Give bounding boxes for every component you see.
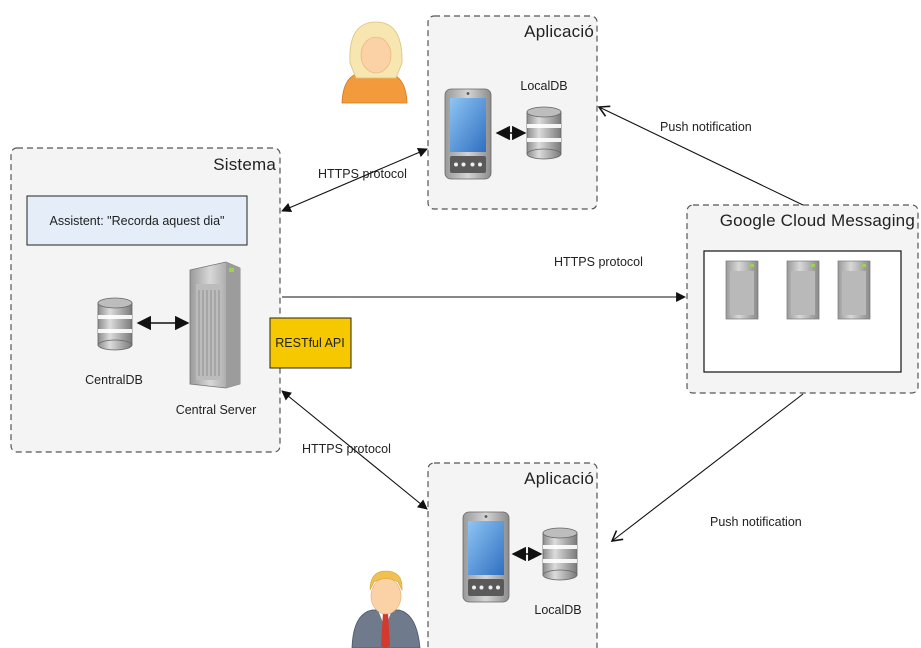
- restful-api-box: RESTful API: [269, 317, 352, 369]
- system-title: Sistema: [213, 155, 276, 174]
- gcm-title: Google Cloud Messaging: [720, 211, 915, 230]
- app-top-title: Aplicació: [524, 22, 594, 41]
- app-bottom-localdb-label: LocalDB: [534, 603, 581, 617]
- app-top-localdb-label: LocalDB: [520, 79, 567, 93]
- server-tower-icon: [725, 260, 759, 320]
- gcm-container: Google Cloud Messaging: [686, 204, 919, 394]
- push-connection-top: [597, 105, 804, 206]
- database-icon: [97, 297, 133, 351]
- database-icon: [542, 527, 578, 581]
- assistant-label: Assistent: "Recorda aquest dia": [50, 214, 225, 228]
- server-tower-icon: [189, 261, 241, 389]
- app-bottom-title: Aplicació: [524, 469, 594, 488]
- restful-api-label: RESTful API: [275, 336, 344, 350]
- push-top-label: Push notification: [660, 120, 752, 134]
- central-db-label: CentralDB: [85, 373, 143, 387]
- central-server-label: Central Server: [176, 403, 257, 417]
- https-connection-top: [281, 147, 428, 213]
- assistant-box: Assistent: "Recorda aquest dia": [26, 195, 248, 246]
- female-user-icon: [341, 21, 408, 104]
- smartphone-icon: [462, 511, 510, 603]
- smartphone-icon: [444, 88, 492, 180]
- push-bottom-label: Push notification: [710, 515, 802, 529]
- https-bottom-label: HTTPS protocol: [302, 442, 391, 456]
- male-user-icon: [351, 570, 421, 648]
- server-tower-icon: [837, 260, 871, 320]
- push-connection-bottom: [610, 393, 804, 542]
- https-middle-label: HTTPS protocol: [554, 255, 643, 269]
- server-tower-icon: [786, 260, 820, 320]
- database-icon: [526, 106, 562, 160]
- https-top-label: HTTPS protocol: [318, 167, 407, 181]
- https-connection-bottom: [281, 390, 428, 510]
